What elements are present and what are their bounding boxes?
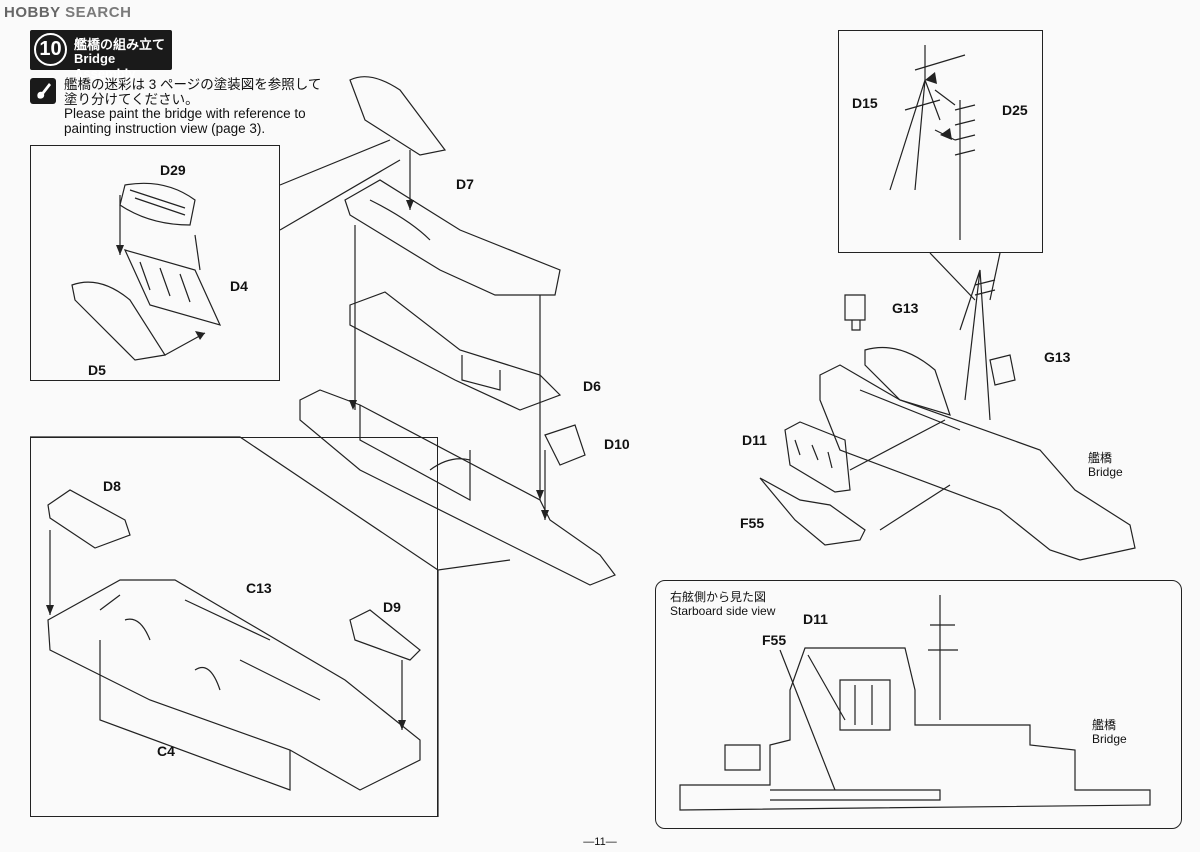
- side-view-frame: [655, 580, 1182, 829]
- side-view-hull: [679, 647, 1151, 811]
- part-label-c4: C4: [157, 743, 175, 759]
- side-view-label-d11: D11: [803, 611, 828, 627]
- part-d29-shape: [119, 182, 196, 226]
- page-number: —11—: [583, 836, 617, 848]
- part-label-d4: D4: [230, 278, 248, 294]
- part-d4-shape: [123, 249, 222, 326]
- part-d5-shape: [71, 281, 166, 361]
- detail-frame-mast: [838, 30, 1043, 253]
- bridge-label: 艦橋 Bridge: [1088, 451, 1123, 479]
- part-d8-shape: [47, 489, 131, 549]
- part-label-d5: D5: [88, 362, 106, 378]
- side-view-bridge-label: 艦橋 Bridge: [1092, 718, 1127, 746]
- paint-note: 艦橋の迷彩は 3 ページの塗装図を参照して 塗り分けてください。 Please …: [64, 77, 322, 136]
- part-d11-shape: [784, 421, 851, 493]
- part-label-d11: D11: [742, 432, 767, 448]
- part-label-d9: D9: [383, 599, 401, 615]
- part-label-c13: C13: [246, 580, 272, 596]
- part-label-d15: D15: [852, 95, 878, 111]
- part-label-d7: D7: [456, 176, 474, 192]
- part-hull-shape: [299, 389, 616, 586]
- paint-brush-icon: [30, 78, 56, 104]
- step-title-jp: 艦橋の組み立て: [74, 37, 166, 52]
- part-label-d25: D25: [1002, 102, 1028, 118]
- part-label-g13-left: G13: [892, 300, 919, 316]
- step-title-en: Bridge Assembly: [74, 51, 136, 81]
- step-number: 10: [34, 33, 67, 66]
- part-d9-shape: [349, 609, 421, 661]
- part-c13-shape: [47, 579, 421, 791]
- watermark-brand: HOBBY: [4, 4, 61, 21]
- part-label-d10: D10: [604, 436, 630, 452]
- part-d6-shape: [349, 291, 562, 411]
- part-label-d29: D29: [160, 162, 186, 178]
- part-label-f55: F55: [740, 515, 765, 531]
- detail-frame-d29: [30, 145, 280, 381]
- step-header: 10 艦橋の組み立て Bridge Assembly: [30, 30, 172, 81]
- watermark-suffix: SEARCH: [65, 4, 132, 21]
- part-d7-shape: [344, 179, 561, 296]
- watermark: HOBBY SEARCH: [4, 4, 131, 21]
- part-f55-shape: [759, 477, 866, 546]
- part-label-d8: D8: [103, 478, 121, 494]
- side-view-title: 右舷側から見た図 Starboard side view: [670, 590, 776, 618]
- part-label-g13-right: G13: [1044, 349, 1071, 365]
- side-view-label-f55: F55: [762, 632, 787, 648]
- part-label-d6: D6: [583, 378, 601, 394]
- part-g13-right-shape: [989, 354, 1016, 386]
- part-d10-shape: [544, 424, 586, 466]
- part-g13-left-shape: [844, 294, 866, 331]
